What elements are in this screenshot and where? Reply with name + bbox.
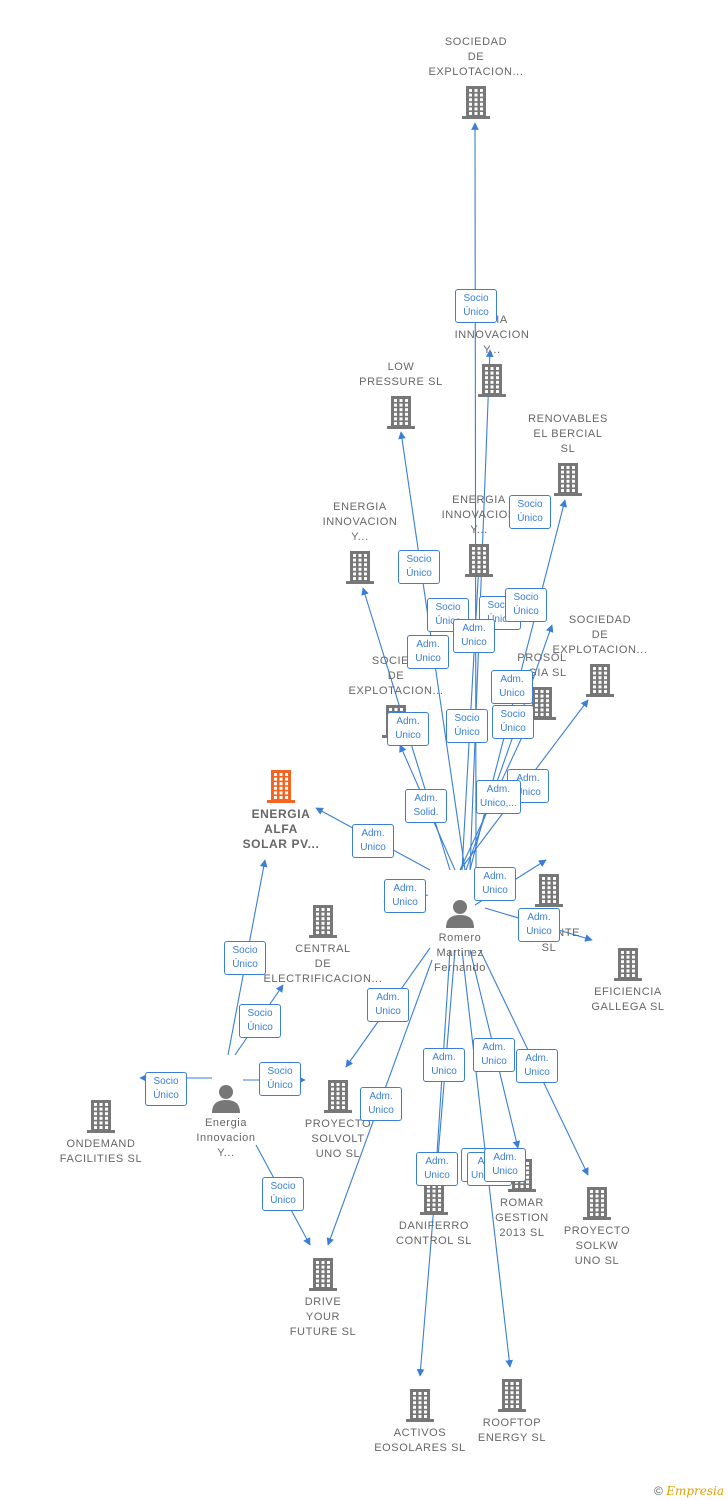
edge-label-6[interactable]: Adm. Unico — [453, 619, 495, 653]
edge-label-1[interactable]: Socio Único — [509, 495, 551, 529]
edge-label-28[interactable]: Adm. Unico — [360, 1087, 402, 1121]
company-node-energia-alfa[interactable]: ENERGIA ALFA SOLAR PV... — [206, 768, 356, 852]
building-icon — [465, 544, 493, 577]
node-label: ENERGIA ALFA SOLAR PV... — [242, 807, 320, 851]
company-node-low-pressure[interactable]: LOW PRESSURE SL — [326, 360, 476, 430]
node-label: ONDEMAND FACILITIES SL — [59, 1138, 143, 1165]
company-node-renovables[interactable]: RENOVABLES EL BERCIAL SL — [493, 412, 643, 497]
brand-logo[interactable]: Empresia — [666, 1484, 724, 1498]
company-node-energia-inv-center[interactable]: ENERGIA INNOVACION Y... — [404, 493, 554, 578]
edge-label-12[interactable]: Adm. Unico — [387, 712, 429, 746]
edge-label-18[interactable]: Adm. Unico — [518, 908, 560, 942]
edge-label-13[interactable]: Adm. Unico — [352, 824, 394, 858]
node-label: CENTRAL DE ELECTRIFICACION... — [263, 943, 383, 985]
building-icon — [420, 1182, 448, 1215]
company-node-prosol[interactable]: PROSOL ...GIA SL — [467, 651, 617, 721]
edge-label-32[interactable]: Adm. Unico — [484, 1148, 526, 1182]
edge-label-7[interactable]: Adm. Unico — [407, 635, 449, 669]
node-label: SOCIEDAD DE EXPLOTACION... — [428, 36, 524, 78]
node-label: PROYECTO SOLKW UNO SL — [563, 1225, 631, 1267]
building-icon — [614, 948, 642, 981]
building-icon — [554, 463, 582, 496]
edge-line-0 — [471, 122, 479, 871]
building-icon — [535, 874, 563, 907]
company-node-ondemand[interactable]: ONDEMAND FACILITIES SL — [26, 1098, 176, 1167]
edge-label-25[interactable]: Adm. Unico — [423, 1048, 465, 1082]
building-icon — [498, 1379, 526, 1412]
node-label: PROSOL ...GIA SL — [517, 652, 567, 679]
edge-label-8[interactable]: Adm. Unico — [491, 670, 533, 704]
node-label: DRIVE YOUR FUTURE SL — [289, 1296, 357, 1338]
edge-label-0[interactable]: Socio Único — [455, 289, 497, 323]
building-icon — [324, 1080, 352, 1113]
person-node-romero[interactable]: Romero Martinez Fernando — [385, 898, 535, 976]
edge-label-17[interactable]: Adm. Unico — [474, 867, 516, 901]
edge-label-20[interactable]: Socio Único — [224, 941, 266, 975]
building-icon — [406, 1389, 434, 1422]
copyright-notice: © Empresia — [654, 1484, 724, 1498]
edge-label-14[interactable]: Adm. Unico,... — [476, 780, 521, 814]
edge-label-5[interactable]: Socio Único — [505, 588, 547, 622]
node-label: ROMAR GESTION 2013 SL — [495, 1197, 549, 1239]
building-icon — [583, 1187, 611, 1220]
node-label: DANIFERRO CONTROL SL — [396, 1220, 472, 1247]
building-icon — [586, 664, 614, 697]
person-icon — [212, 1085, 240, 1113]
building-icon — [309, 905, 337, 938]
company-node-proyecto-solvolt[interactable]: PROYECTO SOLVOLT UNO SL — [263, 1078, 413, 1162]
node-label: RENOVABLES EL BERCIAL SL — [528, 413, 608, 455]
company-node-drive[interactable]: DRIVE YOUR FUTURE SL — [248, 1256, 398, 1340]
company-node-soc-expl-top[interactable]: SOCIEDAD DE EXPLOTACION... — [401, 35, 551, 120]
company-node-daniferro[interactable]: DANIFERRO CONTROL SL — [359, 1180, 509, 1249]
node-label: ROOFTOP ENERGY SL — [477, 1417, 547, 1444]
edge-line-5 — [461, 544, 484, 871]
building-icon — [528, 687, 556, 720]
edge-label-21[interactable]: Socio Único — [239, 1004, 281, 1038]
company-node-activos[interactable]: ACTIVOS EOSOLARES SL — [345, 1387, 495, 1456]
building-icon — [346, 551, 374, 584]
building-icon — [87, 1100, 115, 1133]
node-label: ENERGIA INNOVACION Y... — [322, 501, 398, 543]
edge-label-16[interactable]: Adm. Solid. — [405, 789, 447, 823]
edge-label-29[interactable]: Adm. Unico — [416, 1152, 458, 1186]
building-icon — [309, 1258, 337, 1291]
edge-label-27[interactable]: Adm. Unico — [516, 1049, 558, 1083]
building-icon — [387, 396, 415, 429]
copyright-symbol: © — [654, 1484, 663, 1498]
building-icon — [478, 364, 506, 397]
edge-label-2[interactable]: Socio Único — [398, 550, 440, 584]
company-node-proyecto-solkw[interactable]: PROYECTO SOLKW UNO SL — [522, 1185, 672, 1269]
building-icon — [462, 86, 490, 119]
edge-line-6 — [465, 624, 554, 871]
edge-label-15[interactable]: Adm. Unico — [384, 879, 426, 913]
person-node-energia-inv-person[interactable]: Energia Innovacion Y... — [151, 1083, 301, 1161]
node-label: ACTIVOS EOSOLARES SL — [374, 1427, 466, 1454]
node-label: EFICIENCIA GALLEGA SL — [591, 986, 665, 1013]
edge-label-10[interactable]: Socio Único — [492, 705, 534, 739]
company-node-energia-inv-left[interactable]: ENERGIA INNOVACION Y... — [285, 500, 435, 585]
edge-label-19[interactable]: Adm. Unico — [367, 988, 409, 1022]
node-label: Romero Martinez Fernando — [434, 932, 486, 974]
person-icon — [446, 900, 474, 928]
node-label: SOCIEDAD DE EXPLOTACION... — [552, 614, 648, 656]
company-node-central[interactable]: CENTRAL DE ELECTRIFICACION... — [248, 903, 398, 987]
node-label: LOW PRESSURE SL — [359, 361, 443, 388]
building-icon — [267, 770, 295, 803]
company-node-eficiencia[interactable]: EFICIENCIA GALLEGA SL — [553, 946, 703, 1015]
edge-label-24[interactable]: Socio Único — [262, 1177, 304, 1211]
edge-label-23[interactable]: Socio Único — [259, 1062, 301, 1096]
node-label: ENERGIA INNOVACION Y... — [441, 494, 517, 536]
edge-label-22[interactable]: Socio Único — [145, 1072, 187, 1106]
node-label: Energia Innovacion Y... — [196, 1117, 256, 1159]
company-node-soc-expl-right[interactable]: SOCIEDAD DE EXPLOTACION... — [525, 613, 675, 698]
edge-label-26[interactable]: Adm. Unico — [473, 1038, 515, 1072]
edge-label-9[interactable]: Socio Único — [446, 709, 488, 743]
node-label: PROYECTO SOLVOLT UNO SL — [304, 1118, 372, 1160]
company-node-rooftop[interactable]: ROOFTOP ENERGY SL — [437, 1377, 587, 1446]
